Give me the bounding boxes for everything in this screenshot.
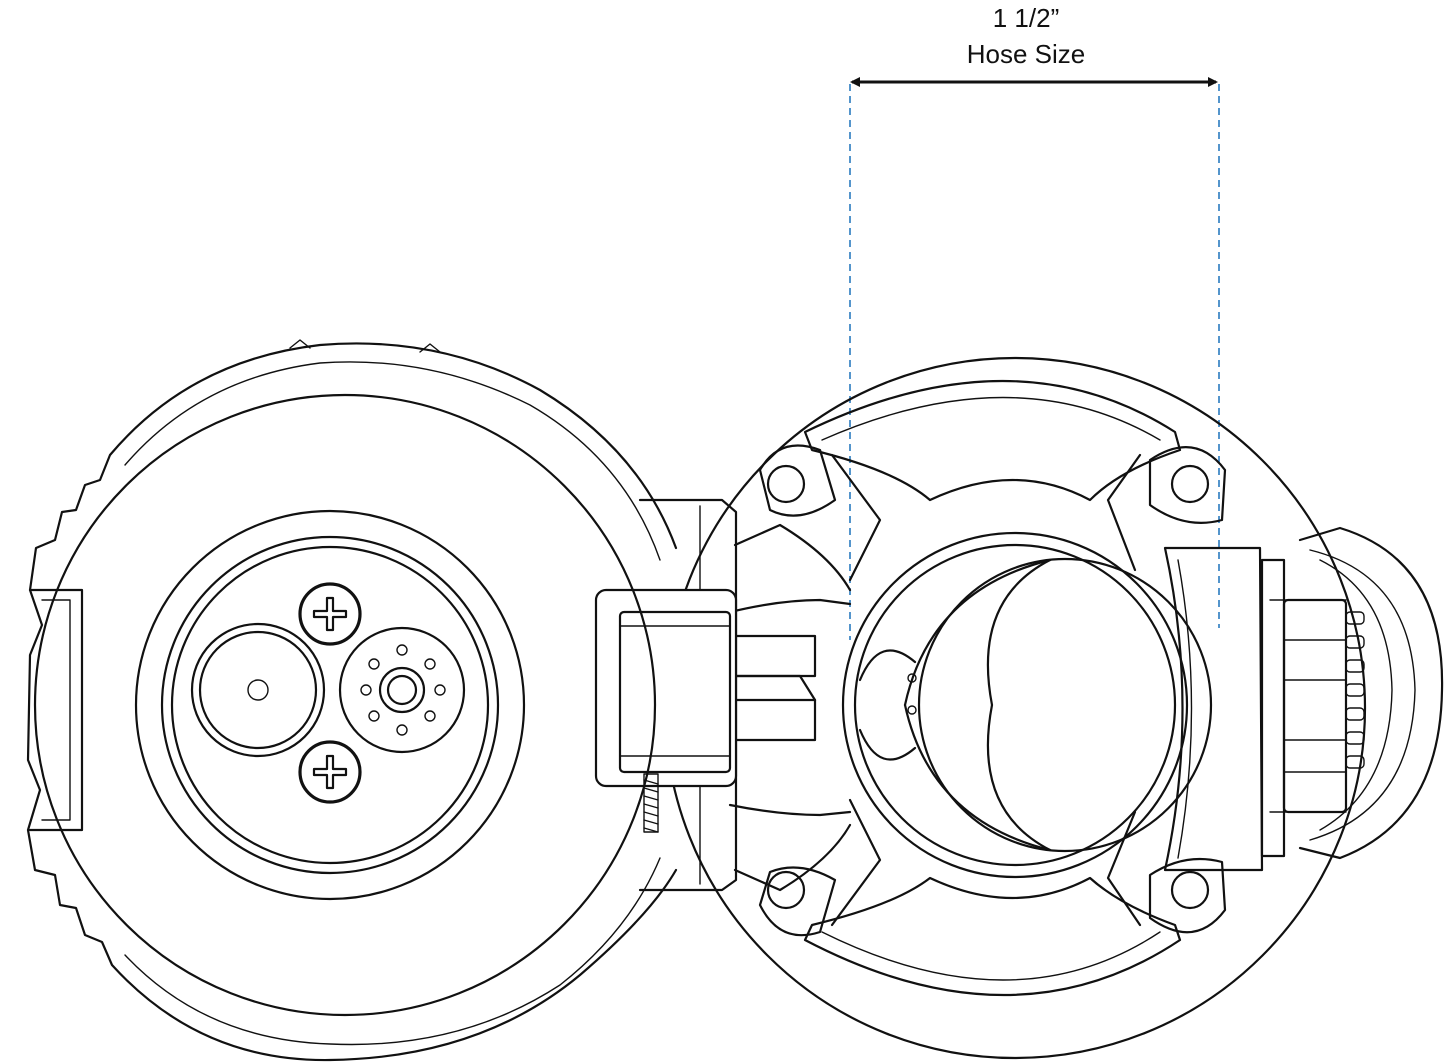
inlet-cap [26, 339, 678, 1062]
cap-valve-right [338, 626, 466, 754]
inlet-bore [841, 531, 1213, 879]
cap-screw-bottom [298, 740, 362, 804]
cap-plug-left [190, 622, 326, 758]
flange-bottom-window [803, 876, 1182, 996]
dimension-caption-label: Hose Size [966, 39, 1086, 69]
dimension-annotation [849, 77, 1220, 640]
dimension-value-label: 1 1/2” [992, 3, 1060, 33]
inlet-body [663, 356, 1444, 1060]
mounting-hole-top-left [758, 444, 837, 517]
mounting-hole-bottom-left [758, 866, 837, 937]
cap-face-ring [134, 509, 526, 901]
hinge-spring [643, 773, 659, 833]
hinge-arms [728, 523, 852, 892]
hose-connector-tube [1298, 526, 1444, 860]
hinge-pin-housing [594, 588, 738, 788]
bore-inner-wall [917, 557, 1213, 853]
cap-outer-rim [26, 342, 678, 1062]
cap-screw-top [298, 582, 362, 646]
right-latch-block [1163, 546, 1365, 872]
mounting-hole-top-right [1148, 446, 1227, 524]
cap-inner-ring [33, 393, 657, 1017]
hinge-bracket [594, 498, 738, 892]
flange-top-window [803, 380, 1182, 502]
